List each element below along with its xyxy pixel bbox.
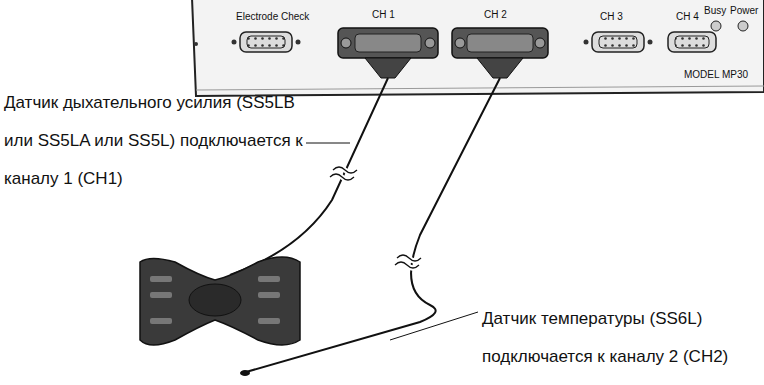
panel-label: Busy — [704, 6, 726, 16]
leader-line — [390, 312, 478, 340]
break-mark — [330, 167, 357, 180]
power-led — [738, 21, 748, 31]
panel-label: CH 3 — [600, 12, 623, 22]
probe-cable — [246, 78, 500, 372]
panel-label: CH 1 — [372, 10, 395, 20]
break-gap — [330, 167, 357, 180]
respiration-belt — [140, 257, 300, 345]
panel-label: MODEL MP30 — [684, 70, 748, 80]
screw — [194, 42, 198, 46]
db9-plug — [338, 28, 438, 78]
device-panel: Electrode Check CH 1 CH 2 CH 3 CH 4 Busy Power… — [192, 0, 764, 96]
panel-edge — [196, 86, 764, 90]
break-gap — [395, 255, 421, 268]
sensor-caption: Датчик дыхательного усилия (SS5LB или SS… — [4, 84, 304, 198]
db9-socket — [232, 32, 301, 52]
panel-label: CH 2 — [484, 10, 507, 20]
panel-label: Power — [730, 6, 758, 16]
panel-label: CH 4 — [676, 12, 699, 22]
db9-socket — [668, 32, 716, 52]
leader-line — [306, 143, 350, 144]
probe-tip — [240, 370, 250, 376]
db9-socket — [584, 32, 653, 52]
break-mark — [395, 255, 421, 268]
db9-plug — [452, 28, 548, 78]
device-panel — [192, 0, 764, 96]
busy-led — [711, 21, 721, 31]
panel-label: Electrode Check — [236, 12, 309, 22]
sensor-caption: Датчик температуры (SS6L) подключается к… — [482, 300, 758, 376]
